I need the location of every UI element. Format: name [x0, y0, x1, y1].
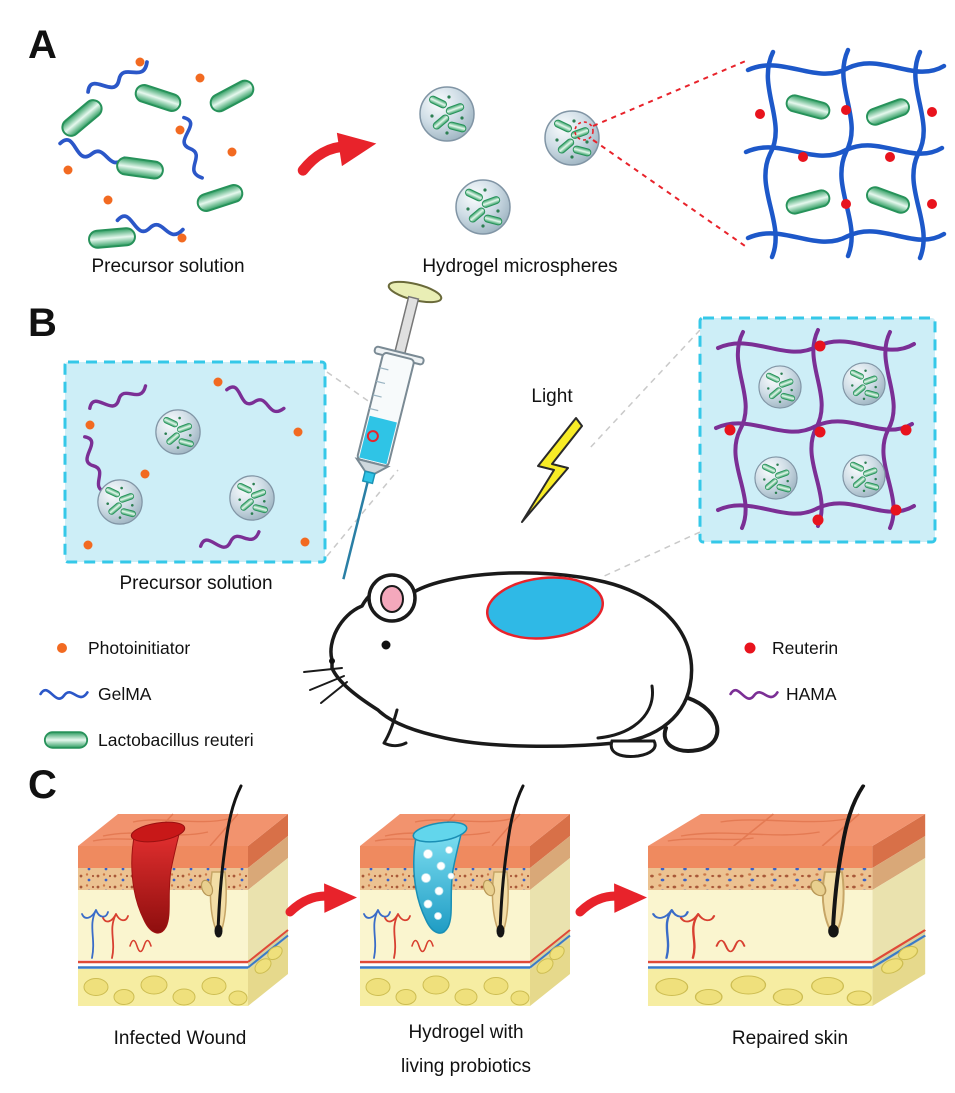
- legend-gelma-label: GelMA: [98, 684, 152, 704]
- hydrogel-patch: [485, 576, 605, 640]
- hydrogel-caption-line2: living probiotics: [401, 1056, 531, 1077]
- syringe-liquid: [359, 415, 397, 465]
- precursor-inset-box: [63, 360, 327, 564]
- lightning-bolt-icon: [521, 417, 583, 523]
- barrel-graduations: [369, 367, 389, 412]
- mouse-front-paw: [382, 708, 408, 748]
- light-label: Light: [531, 386, 573, 407]
- microsphere: [98, 480, 142, 524]
- barrel-red-mark: [366, 430, 379, 443]
- legend-hama-label: HAMA: [786, 684, 837, 704]
- precursor-solution-cluster: [56, 57, 258, 250]
- microsphere: [456, 180, 510, 234]
- hydrogel-caption-line1: Hydrogel with: [408, 1022, 523, 1043]
- syringe-illustration: [342, 280, 443, 580]
- syringe-needle: [342, 481, 369, 580]
- gelma-network-zoom: [743, 47, 947, 261]
- repaired-skin-caption: Repaired skin: [732, 1028, 848, 1049]
- mouse-nose: [329, 658, 335, 664]
- microsphere: [843, 363, 885, 405]
- legend-lactobacillus-label: Lactobacillus reuteri: [98, 730, 254, 750]
- skin-block-infected: [76, 784, 290, 1008]
- microsphere: [545, 111, 599, 165]
- needle-hub: [361, 470, 376, 485]
- microsphere: [420, 87, 474, 141]
- reuterin-dots: [755, 105, 937, 209]
- probiotic-microspheres: [421, 846, 455, 920]
- mouse-eye: [381, 640, 391, 650]
- zoom-line-bottom: [592, 139, 749, 249]
- photoinitiator-dots: [83, 377, 310, 550]
- infected-wound-caption: Infected Wound: [114, 1028, 247, 1049]
- zoom-origin-circle: [574, 121, 594, 141]
- bacteria-rod-icon: [43, 731, 89, 749]
- bacteria-rod: [87, 226, 137, 250]
- reuterin-dots: [724, 340, 912, 526]
- mouse-ear-inner: [380, 585, 404, 613]
- panel-a-label: A: [28, 23, 57, 67]
- mouse-hind-foot: [609, 739, 657, 758]
- photoinitiator-dots: [63, 57, 237, 243]
- hydrogel-microspheres-caption: Hydrogel microspheres: [422, 256, 617, 277]
- reuterin-dot-icon: [744, 642, 756, 654]
- microsphere: [843, 455, 885, 497]
- precursor-solution-caption-a: Precursor solution: [91, 256, 244, 277]
- mouse-tail: [662, 696, 720, 753]
- photoinitiator-dot-icon: [57, 643, 67, 653]
- panel-b-label: B: [28, 301, 57, 345]
- mouse-illustration: [303, 571, 720, 758]
- legend: Photoinitiator GelMA Lactobacillus reute…: [39, 638, 838, 750]
- panel-c-label: C: [28, 763, 57, 807]
- zoom-line-top: [592, 59, 749, 127]
- skin-block-hydrogel: [358, 784, 572, 1008]
- hydrogel-fill-shape: [412, 821, 468, 934]
- microsphere: [759, 366, 801, 408]
- wound-shape: [130, 821, 186, 934]
- microsphere: [230, 476, 274, 520]
- legend-reuterin-label: Reuterin: [772, 638, 838, 658]
- microsphere: [156, 410, 200, 454]
- precursor-solution-caption-b: Precursor solution: [119, 573, 272, 594]
- microsphere: [755, 457, 797, 499]
- legend-photoinitiator-label: Photoinitiator: [88, 638, 190, 658]
- hama-network: [714, 328, 916, 530]
- hydrogel-microspheres-group: [420, 59, 749, 249]
- crosslinked-inset-box: [698, 316, 937, 544]
- mouse-whiskers: [303, 667, 348, 704]
- mouse-haunch: [596, 684, 654, 740]
- inset-connector-lines: [326, 329, 701, 579]
